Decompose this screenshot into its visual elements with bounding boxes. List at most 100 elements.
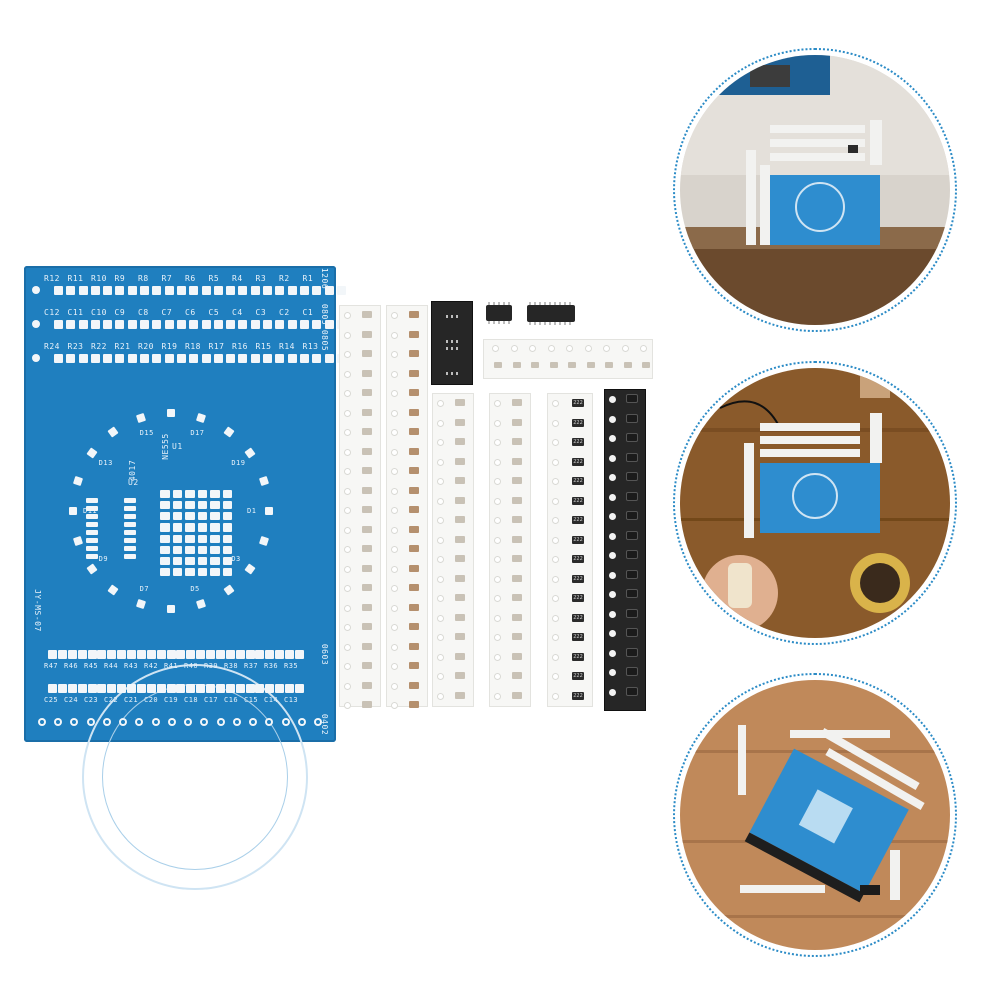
sprocket-hole xyxy=(494,497,501,505)
through-hole xyxy=(249,718,258,726)
sprocket-hole xyxy=(609,474,616,481)
led-ring xyxy=(82,664,308,890)
led-label: D9 xyxy=(98,555,109,564)
smd-component xyxy=(512,362,521,368)
sprocket-hole xyxy=(391,468,398,475)
led-pad xyxy=(135,412,146,423)
led-pad xyxy=(107,426,119,438)
smd-component xyxy=(455,399,465,406)
silkscreen-label: R10 xyxy=(91,274,107,283)
smd-component: 222 xyxy=(572,399,584,407)
smd-component: 222 xyxy=(572,652,584,661)
smd-component: 222 xyxy=(572,477,584,485)
sprocket-hole xyxy=(552,536,559,544)
solder-pad xyxy=(78,320,88,329)
solder-pad xyxy=(189,320,199,329)
tape-capacitors-4 xyxy=(490,394,530,706)
silkscreen-label: R43 xyxy=(124,662,139,670)
sprocket-hole xyxy=(640,345,647,352)
solder-pad xyxy=(164,320,174,329)
smd-component: 222 xyxy=(572,457,584,466)
smd-component xyxy=(362,525,372,533)
smd-component xyxy=(568,362,576,368)
grid-pad xyxy=(222,501,232,510)
smd-component xyxy=(362,584,372,591)
smd-component xyxy=(627,434,637,441)
grid-pad xyxy=(210,512,220,521)
smd-component xyxy=(455,457,465,465)
via-pad xyxy=(32,354,40,362)
solder-pad xyxy=(294,650,304,659)
led-pad xyxy=(196,412,207,423)
solder-pad xyxy=(127,650,136,659)
grid-pad xyxy=(197,501,207,510)
ic-pad xyxy=(86,522,98,527)
smd-component xyxy=(455,574,465,582)
silkscreen-label: R35 xyxy=(284,662,299,670)
smd-component xyxy=(409,623,419,630)
sprocket-hole xyxy=(391,331,398,339)
solder-pad xyxy=(176,320,186,329)
solder-pad xyxy=(136,684,146,693)
smd-component: 222 xyxy=(572,633,584,641)
solder-pad xyxy=(115,286,125,295)
ic-pad xyxy=(124,506,136,511)
grid-pad xyxy=(160,501,170,510)
ne555-chip xyxy=(444,315,460,343)
sprocket-hole xyxy=(391,682,398,690)
solder-pad xyxy=(166,684,176,693)
smd-component xyxy=(455,477,465,484)
smd-component xyxy=(409,350,419,357)
smd-component xyxy=(362,681,372,689)
silkscreen-label: C4 xyxy=(232,308,243,317)
smd-component xyxy=(362,564,372,572)
smd-component xyxy=(455,418,465,426)
sprocket-hole xyxy=(494,634,501,641)
led-label: D1 xyxy=(247,507,257,515)
sprocket-hole xyxy=(437,419,444,427)
pad-row-top xyxy=(54,354,346,363)
solder-pad xyxy=(54,320,63,329)
solder-pad xyxy=(166,650,176,659)
smd-component xyxy=(455,438,465,445)
sprocket-hole xyxy=(494,556,501,563)
solder-pad xyxy=(275,286,285,295)
silkscreen-label: C5 xyxy=(208,308,220,317)
sprocket-hole xyxy=(552,400,559,407)
board-id: JY-MS-07 xyxy=(32,589,42,632)
sprocket-hole xyxy=(391,507,398,514)
solder-pad xyxy=(78,286,88,295)
grid-pad xyxy=(172,567,182,576)
pad-row-bottom xyxy=(48,650,304,659)
sprocket-hole xyxy=(609,669,616,676)
solder-pad xyxy=(176,286,186,295)
silkscreen-label: C23 xyxy=(84,696,99,704)
solder-pad xyxy=(164,286,174,295)
grid-pad xyxy=(197,534,207,543)
silkscreen-label: R11 xyxy=(67,274,84,283)
silkscreen-label: C13 xyxy=(284,696,299,704)
grid-pad xyxy=(210,545,220,554)
smd-component xyxy=(409,506,419,513)
sprocket-hole xyxy=(437,575,444,583)
ic-pad xyxy=(86,554,98,559)
sprocket-hole xyxy=(391,546,398,553)
sprocket-hole xyxy=(391,370,398,378)
through-hole xyxy=(151,718,160,726)
smd-component xyxy=(549,362,558,368)
silkscreen-label: R37 xyxy=(244,662,259,670)
solder-pad xyxy=(263,354,273,363)
smd-component: 222 xyxy=(572,418,584,427)
grid-pad xyxy=(210,490,220,499)
grid-pad xyxy=(222,545,232,554)
sprocket-hole xyxy=(344,351,351,358)
silkscreen-label: R15 xyxy=(255,342,272,351)
ic-pad xyxy=(86,546,98,551)
smd-component xyxy=(627,609,637,617)
solder-pad xyxy=(245,684,255,693)
tape-capacitors-2 xyxy=(387,306,427,709)
smd-component xyxy=(512,399,522,406)
solder-pad xyxy=(189,286,199,295)
silkscreen-label: C10 xyxy=(91,308,107,317)
